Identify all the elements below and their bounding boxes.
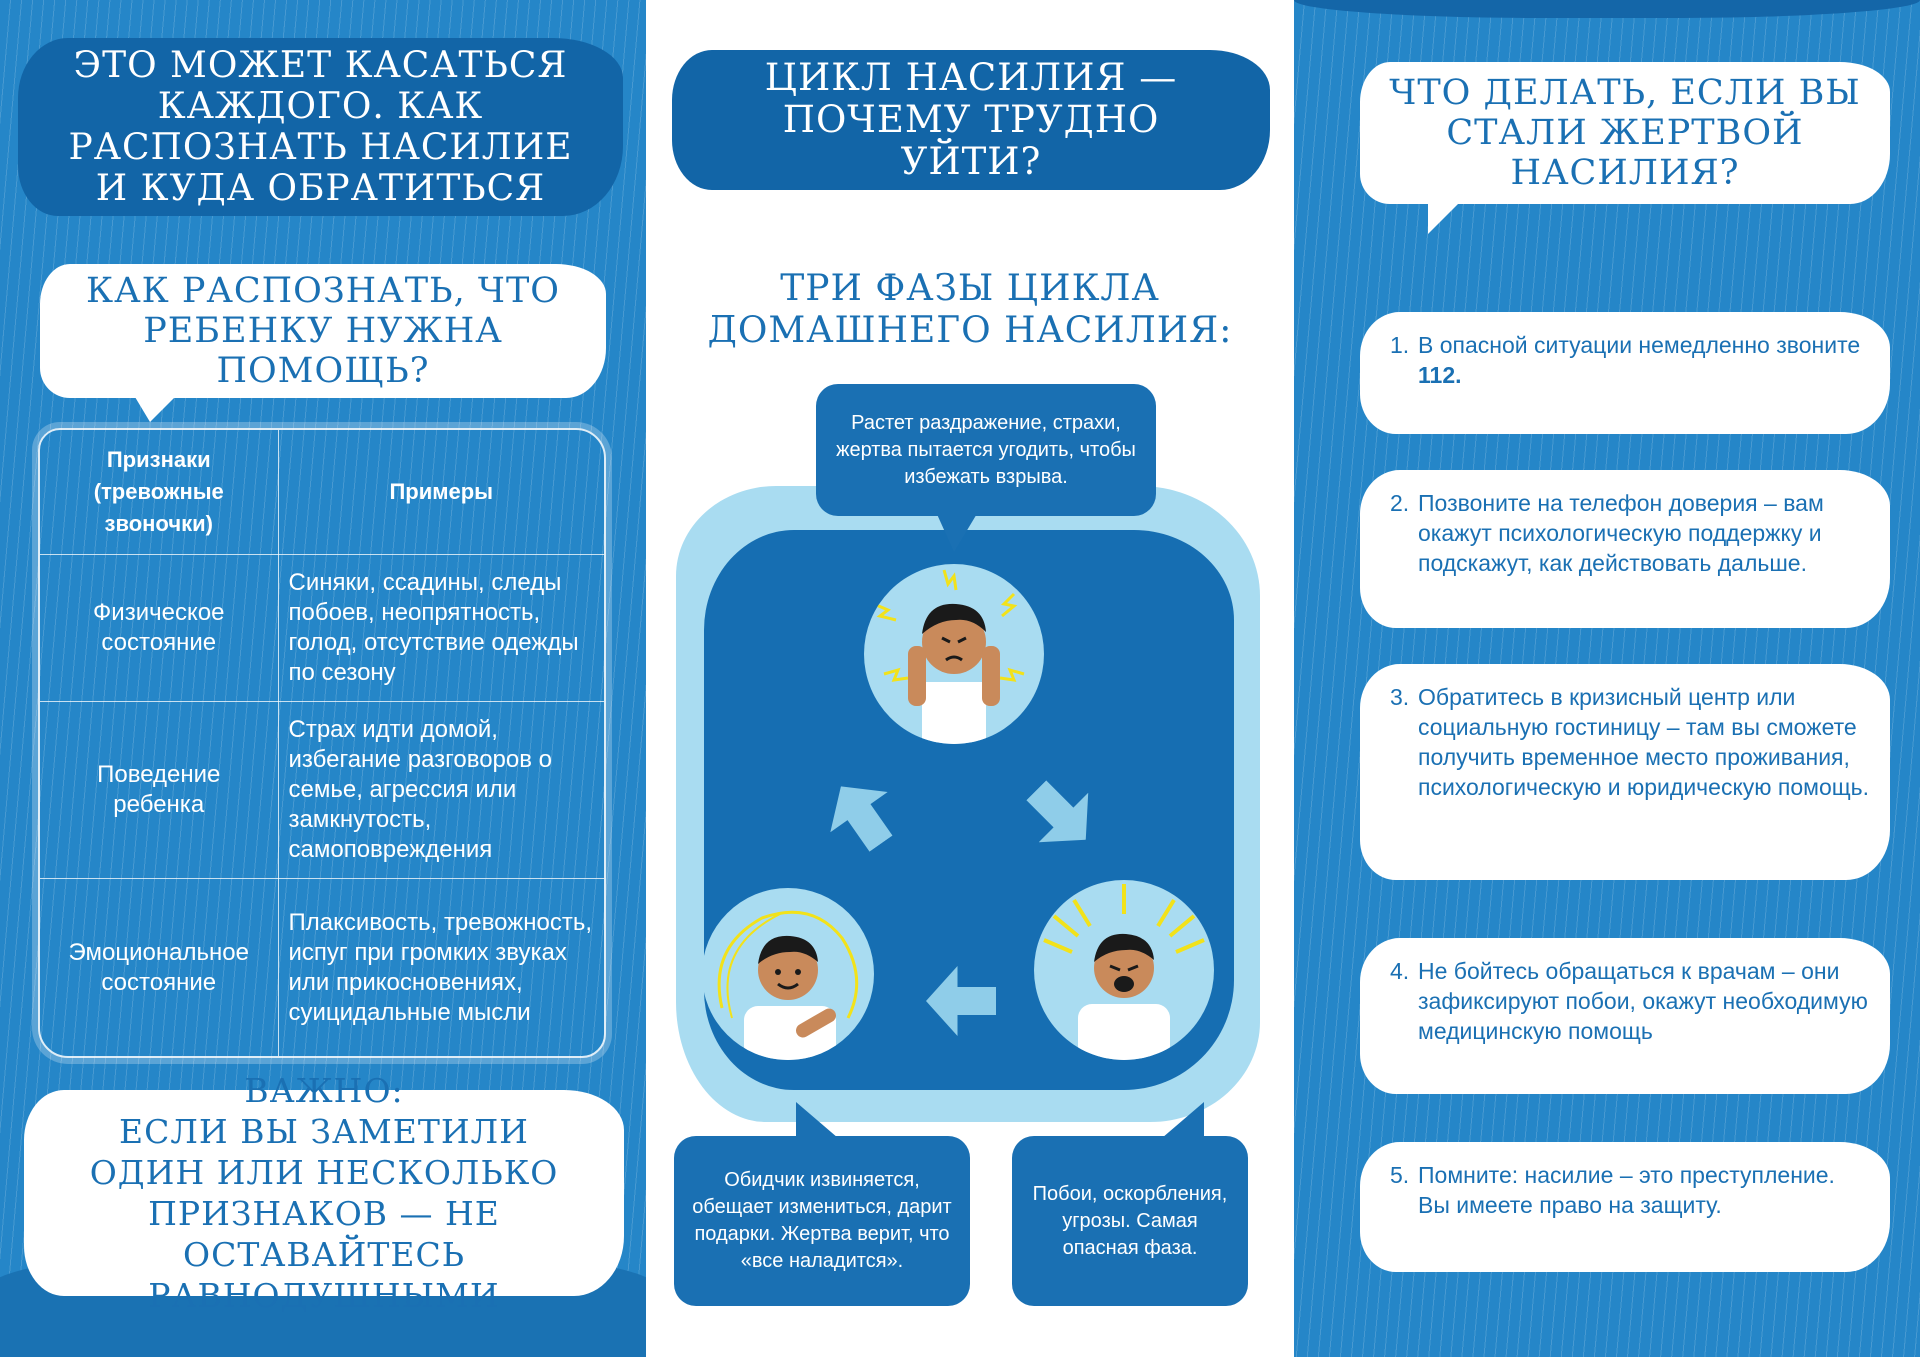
- table-header-examples: Примеры: [277, 430, 604, 556]
- phase-violence-bubble: Побои, оскорбления, угрозы. Самая опасна…: [1012, 1136, 1248, 1306]
- reconciliation-illustration: [702, 888, 874, 1060]
- table-cell-sign: Физическое состояние: [40, 554, 279, 703]
- step-number: 4.: [1390, 958, 1410, 984]
- step-text: Не бойтесь обращаться к врачам – они заф…: [1418, 958, 1868, 1044]
- phase-reconciliation-bubble: Обидчик извиняется, обещает измениться, …: [674, 1136, 970, 1306]
- important-label: Важно:: [244, 1071, 404, 1110]
- emergency-number: 112.: [1418, 362, 1462, 388]
- signs-table: Признаки (тревожные звоночки) Примеры Фи…: [38, 428, 606, 1058]
- step-text: Обратитесь в кризисный центр или социаль…: [1418, 684, 1870, 800]
- step-item: 5. Помните: насилие – это преступление. …: [1360, 1142, 1890, 1272]
- step-item: 2. Позвоните на телефон доверия – вам ок…: [1360, 470, 1890, 628]
- phase-tension-bubble: Растет раздражение, страхи, жертва пытае…: [816, 384, 1156, 516]
- cycle-subtitle: Три фазы цикла домашнего насилия:: [707, 268, 1233, 351]
- step-item: 4. Не бойтесь обращаться к врачам – они …: [1360, 938, 1890, 1094]
- middle-panel: Цикл насилия — почему трудно уйти? Три ф…: [646, 0, 1294, 1357]
- speech-tail: [936, 512, 978, 552]
- step-text: В опасной ситуации немедленно звоните: [1418, 332, 1861, 358]
- table-header-signs: Признаки (тревожные звоночки): [40, 430, 279, 556]
- table-cell-sign: Эмоциональное состояние: [40, 878, 279, 1056]
- anxious-person-icon: [873, 569, 1025, 744]
- table-cell-examples: Страх идти домой, избегание разговоров о…: [277, 701, 604, 880]
- violence-illustration: [1034, 880, 1214, 1060]
- table-row: Поведение ребенка Страх идти домой, избе…: [40, 701, 604, 880]
- table-cell-examples: Синяки, ссадины, следы побоев, неопрятно…: [277, 554, 604, 703]
- important-note: Важно: Если вы заметили один или несколь…: [24, 1071, 624, 1315]
- speech-tail: [1162, 1102, 1204, 1138]
- what-to-do-title: Что делать, если вы стали жертвой насили…: [1360, 62, 1890, 204]
- step-number: 2.: [1390, 490, 1410, 516]
- table-row: Эмоциональное состояние Плаксивость, тре…: [40, 878, 604, 1056]
- table-cell-examples: Плаксивость, тревожность, испуг при гром…: [277, 878, 604, 1056]
- right-panel: Что делать, если вы стали жертвой насили…: [1294, 0, 1920, 1357]
- step-text: Позвоните на телефон доверия – вам окажу…: [1418, 490, 1824, 576]
- step-number: 1.: [1390, 332, 1410, 358]
- angry-person-icon: [1043, 884, 1205, 1060]
- important-text: Если вы заметили один или несколько приз…: [89, 1112, 559, 1315]
- step-text: Помните: насилие – это преступление. Вы …: [1418, 1162, 1835, 1218]
- speech-tail: [796, 1102, 838, 1138]
- step-item: 1. В опасной ситуации немедленно звоните…: [1360, 312, 1890, 434]
- table-cell-sign: Поведение ребенка: [40, 701, 279, 880]
- speech-tail: [132, 392, 180, 422]
- left-panel: Это может касаться каждого. Как распозна…: [0, 0, 646, 1357]
- step-item: 3. Обратитесь в кризисный центр или соци…: [1360, 664, 1890, 880]
- cycle-title: Цикл насилия — почему трудно уйти?: [672, 50, 1270, 190]
- table-row: Физическое состояние Синяки, ссадины, сл…: [40, 554, 604, 703]
- section-title-recognize: Как распознать, что ребенку нужна помощь…: [40, 264, 606, 398]
- wave-decoration: [1294, 0, 1920, 18]
- table-header-row: Признаки (тревожные звоночки) Примеры: [40, 430, 604, 556]
- step-number: 3.: [1390, 684, 1410, 710]
- tension-illustration: [864, 564, 1044, 744]
- step-number: 5.: [1390, 1162, 1410, 1188]
- calm-person-icon: [717, 910, 859, 1060]
- speech-tail: [1428, 198, 1464, 234]
- main-title: Это может касаться каждого. Как распозна…: [18, 38, 623, 216]
